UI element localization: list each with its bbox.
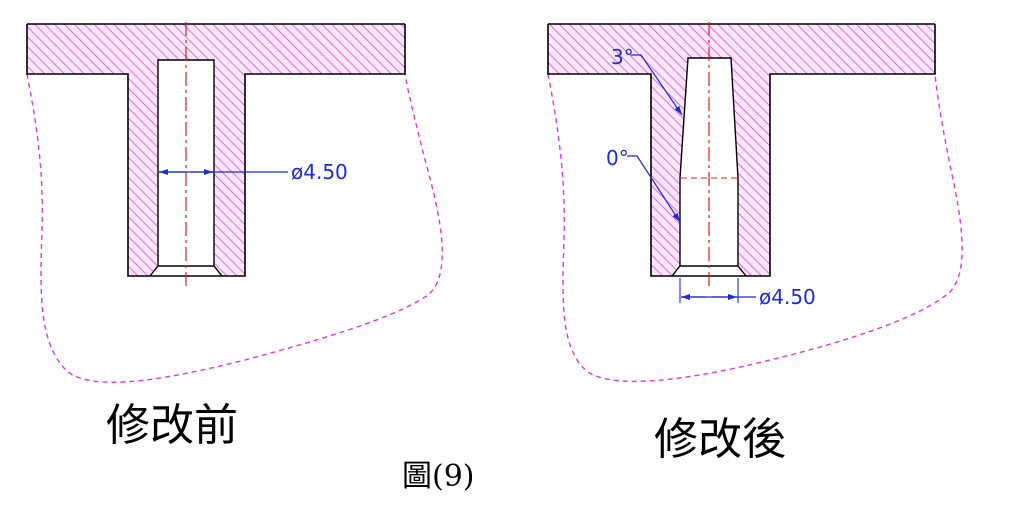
after-angle-top-label: 3° (611, 45, 634, 69)
after-angle-bottom-label: 0° (606, 146, 629, 170)
after-panel: 3° 0° ø4.50 (547, 22, 963, 383)
before-panel: ø4.50 (26, 22, 443, 383)
before-break-outline (26, 73, 443, 383)
after-break-outline (547, 73, 963, 383)
before-panel-title: 修改前 (106, 400, 238, 451)
after-angle-top-leader (631, 54, 683, 116)
before-section-body (27, 24, 405, 276)
after-panel-title: 修改後 (654, 414, 786, 465)
after-outline (547, 23, 936, 277)
figure-caption: 圖(9) (402, 459, 475, 494)
after-diameter-label: ø4.50 (759, 285, 816, 309)
after-section-body (548, 24, 935, 276)
before-diameter-label: ø4.50 (291, 160, 348, 184)
after-angle-bottom-leader (627, 155, 681, 223)
